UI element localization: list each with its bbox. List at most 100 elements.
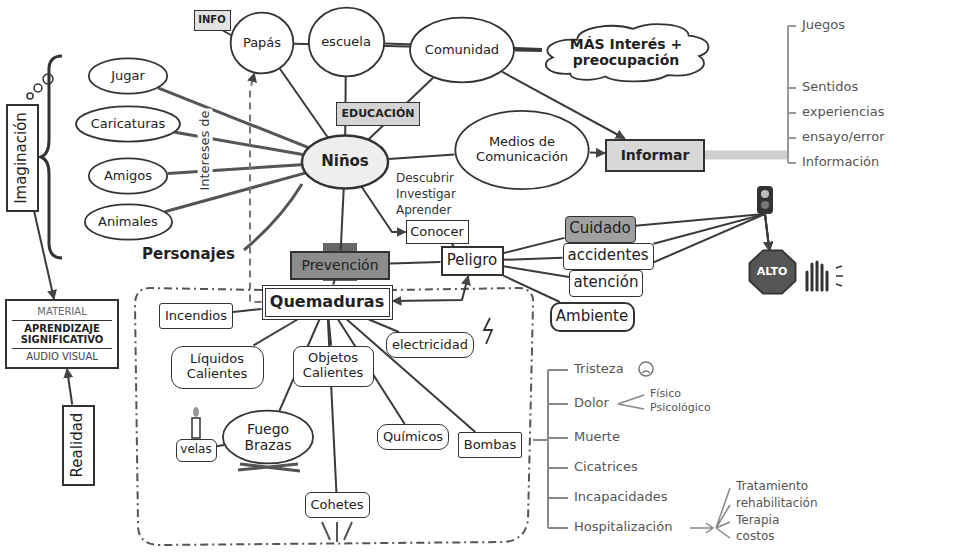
connector xyxy=(280,69,328,138)
logs xyxy=(238,464,300,471)
stoplight-lamp xyxy=(761,190,769,198)
connector xyxy=(504,258,563,260)
node-text: electricidad xyxy=(392,338,468,353)
note-label: Físico xyxy=(648,388,683,401)
connector xyxy=(253,320,297,346)
connector xyxy=(389,155,455,159)
sad-face xyxy=(639,362,653,376)
cause-box: Fuego Brazas xyxy=(222,410,314,464)
connector xyxy=(165,173,305,212)
sad-face xyxy=(642,371,650,373)
node-text: Realidad xyxy=(69,413,86,478)
hand-motion xyxy=(836,266,843,286)
node-text: Incendios xyxy=(165,309,227,324)
interest-oval: Caricaturas xyxy=(75,106,181,142)
node-text: Animales xyxy=(98,215,158,230)
cause-box: Bombas xyxy=(458,432,522,458)
node-text: Líquidos Calientes xyxy=(177,352,257,382)
note-label: Sentidos xyxy=(800,80,860,95)
brace xyxy=(41,56,62,258)
note-label: ensayo/error xyxy=(800,130,886,145)
lightning xyxy=(484,318,492,344)
media-circle: Medios de Comunicación xyxy=(454,110,590,190)
node-text: velas xyxy=(180,443,211,457)
consequence-bracket xyxy=(533,370,568,528)
node-text: Cuidado xyxy=(569,220,631,237)
thought-bubble xyxy=(34,84,42,92)
attention-box: atención xyxy=(569,270,643,297)
list-bracket xyxy=(788,26,796,163)
ellipse-shape xyxy=(223,411,313,464)
stoplight xyxy=(757,186,773,214)
know-box: Conocer xyxy=(406,220,469,244)
node-text: Químicos xyxy=(383,430,443,445)
ellipse-shape xyxy=(89,158,167,193)
node-text: Amigos xyxy=(104,169,152,184)
concern-cloud: MÁS Interés + preocupación xyxy=(539,18,713,86)
environment-box: Ambiente xyxy=(550,302,635,332)
connector xyxy=(233,309,262,312)
note-label: Hospitalización xyxy=(572,520,674,535)
burn-region xyxy=(135,288,533,545)
interest-oval: Jugar xyxy=(88,58,168,94)
note-label: Incapacidades xyxy=(572,490,669,505)
node-text: Ambiente xyxy=(556,308,628,325)
node-text: MATERIAL xyxy=(37,306,86,318)
leader-line xyxy=(244,184,302,250)
node-text: Peligro xyxy=(447,252,498,269)
note-label: Tristeza xyxy=(572,362,626,377)
info-tag: INFO xyxy=(194,10,231,31)
note-label: Personajes xyxy=(140,246,237,263)
ellipse-shape xyxy=(231,13,294,74)
cause-box: Incendios xyxy=(159,303,233,329)
imagination-box: Imaginación xyxy=(6,104,39,212)
reality-box: Realidad xyxy=(62,405,95,486)
node-text: Informar xyxy=(621,147,690,163)
fork xyxy=(618,395,644,409)
ellipse-shape xyxy=(89,58,167,93)
note-label: Dolor xyxy=(572,396,611,411)
connector xyxy=(67,369,72,405)
accident-box: accidentes xyxy=(563,243,654,270)
community-circle: Comunidad xyxy=(409,17,515,83)
connector xyxy=(34,212,54,299)
cause-box: velas xyxy=(176,439,217,462)
cause-box: Líquidos Calientes xyxy=(171,346,264,389)
connector xyxy=(390,262,441,264)
connector xyxy=(369,320,399,333)
node-text: Caricaturas xyxy=(91,117,166,132)
note-label: Información xyxy=(800,155,881,170)
node-text: escuela xyxy=(321,35,371,50)
node-text: APRENDIZAJE SIGNIFICATIVO xyxy=(12,320,112,349)
node-text: Objetos Calientes xyxy=(298,351,368,381)
node-text: Quemaduras xyxy=(270,293,384,311)
thought-bubble xyxy=(27,93,33,99)
node-text: Jugar xyxy=(111,69,145,84)
node-text: Imaginación xyxy=(13,112,30,204)
danger-box: Peligro xyxy=(441,246,504,276)
inform-box: Informar xyxy=(605,139,705,172)
ellipse-shape xyxy=(302,136,388,189)
node-text: INFO xyxy=(198,14,225,26)
ellipse-shape xyxy=(84,204,171,239)
parents-circle: Papás xyxy=(230,12,294,74)
note-label: costos xyxy=(734,530,777,544)
fork xyxy=(690,488,730,538)
node-text: Conocer xyxy=(410,225,464,240)
node-text: Fuego Brazas xyxy=(237,421,299,453)
node-text: accidentes xyxy=(567,247,648,264)
connector xyxy=(341,189,344,251)
cause-box: electricidad xyxy=(386,332,474,358)
node-text: AUDIO VISUAL xyxy=(26,351,98,363)
connector xyxy=(250,73,262,302)
material-box: MATERIAL APRENDIZAJE SIGNIFICATIVO AUDIO V… xyxy=(5,299,119,369)
hand-icon xyxy=(807,262,827,290)
node-text: Bombas xyxy=(464,438,517,453)
note-label: Juegos xyxy=(800,18,847,33)
burns-box: Quemaduras xyxy=(262,285,393,320)
ellipse-shape xyxy=(308,8,383,77)
connector xyxy=(636,214,770,251)
connector xyxy=(504,266,570,277)
